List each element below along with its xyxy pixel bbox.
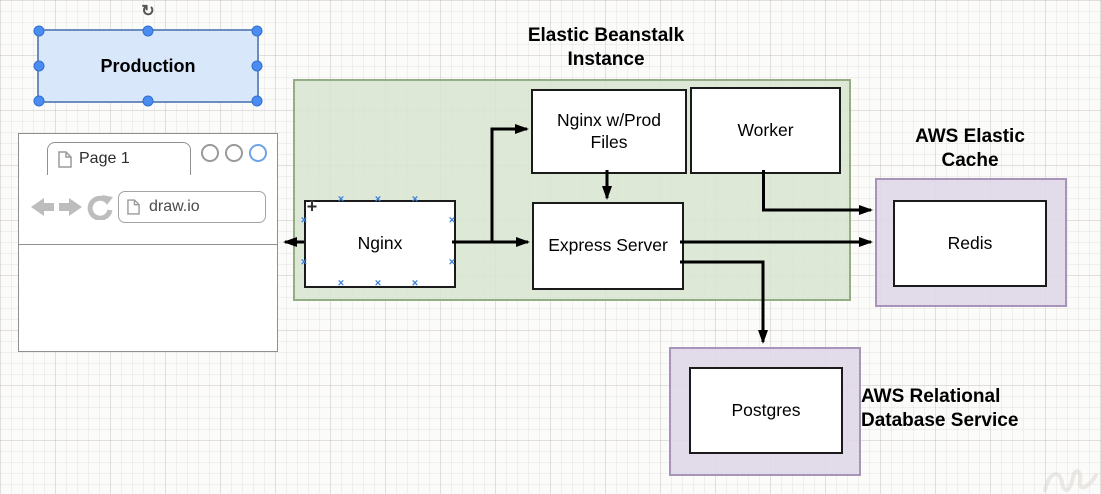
group-title-elastic-beanstalk[interactable]: Elastic Beanstalk Instance xyxy=(527,25,685,70)
browser-toolbar-divider xyxy=(19,244,277,245)
selection-handle-sw[interactable] xyxy=(33,95,45,107)
reload-arrowhead xyxy=(102,195,113,205)
selection-handle-n[interactable] xyxy=(142,25,154,37)
node-label: Postgres xyxy=(731,399,801,420)
edge-worker-to-redis[interactable] xyxy=(762,170,873,215)
connection-point-icon[interactable]: × xyxy=(411,193,419,206)
back-arrow-icon xyxy=(31,198,54,216)
group-title-aws-elastic-cache[interactable]: AWS Elastic Cache xyxy=(915,126,1025,171)
reload-icon xyxy=(87,195,113,220)
connection-point-icon[interactable]: × xyxy=(374,277,382,290)
selection-handle-nw[interactable] xyxy=(33,25,45,37)
page-icon xyxy=(58,150,72,168)
node-nginx[interactable]: Nginx xyxy=(304,200,456,288)
page-icon xyxy=(127,199,140,215)
connection-point-icon[interactable]: × xyxy=(337,193,345,206)
selection-handle-e[interactable] xyxy=(251,60,263,72)
window-buttons-icon xyxy=(201,144,267,162)
selection-handle-s[interactable] xyxy=(142,95,154,107)
node-label: Worker xyxy=(737,119,794,140)
group-title-aws-rds[interactable]: AWS Relational Database Service xyxy=(861,386,1019,431)
node-label: Redis xyxy=(947,232,993,253)
connection-point-icon[interactable]: × xyxy=(300,214,308,227)
connection-point-icon[interactable]: × xyxy=(448,256,456,269)
node-express-server[interactable]: Express Server xyxy=(532,202,684,290)
node-label: Nginx w/Prod Files xyxy=(556,109,662,152)
node-redis[interactable]: Redis xyxy=(893,200,1047,287)
connection-point-icon[interactable]: × xyxy=(448,214,456,227)
node-nginx-prod-files[interactable]: Nginx w/Prod Files xyxy=(531,89,687,174)
watermark xyxy=(1043,469,1098,492)
shape-production[interactable]: Production ↻ xyxy=(33,3,263,107)
move-cursor-icon: + xyxy=(306,196,318,217)
browser-url-text: draw.io xyxy=(149,198,200,215)
production-label: Production xyxy=(100,55,196,76)
connection-point-icon[interactable]: × xyxy=(300,256,308,269)
rotate-handle-icon[interactable]: ↻ xyxy=(141,3,155,20)
edge-express-to-postgres[interactable] xyxy=(680,260,768,344)
node-label: Nginx xyxy=(357,233,403,254)
browser-mockup-shape[interactable]: Page 1 draw.io xyxy=(18,133,278,352)
connection-point-icon[interactable]: × xyxy=(374,193,382,206)
selection-handle-w[interactable] xyxy=(33,60,45,72)
selection-handle-se[interactable] xyxy=(251,95,263,107)
browser-tab: Page 1 xyxy=(47,142,191,175)
node-worker[interactable]: Worker xyxy=(690,87,841,174)
edge-nginx-to-nginx-prod[interactable] xyxy=(490,124,529,242)
node-postgres[interactable]: Postgres xyxy=(689,367,843,454)
connection-point-icon[interactable]: × xyxy=(411,277,419,290)
browser-url-bar: draw.io xyxy=(118,191,266,223)
browser-tab-label: Page 1 xyxy=(79,150,130,167)
connection-point-icon[interactable]: × xyxy=(337,277,345,290)
forward-arrow-icon xyxy=(59,198,82,216)
browser-nav-icons xyxy=(31,195,113,220)
node-label: Express Server xyxy=(548,235,668,256)
selection-handle-ne[interactable] xyxy=(251,25,263,37)
